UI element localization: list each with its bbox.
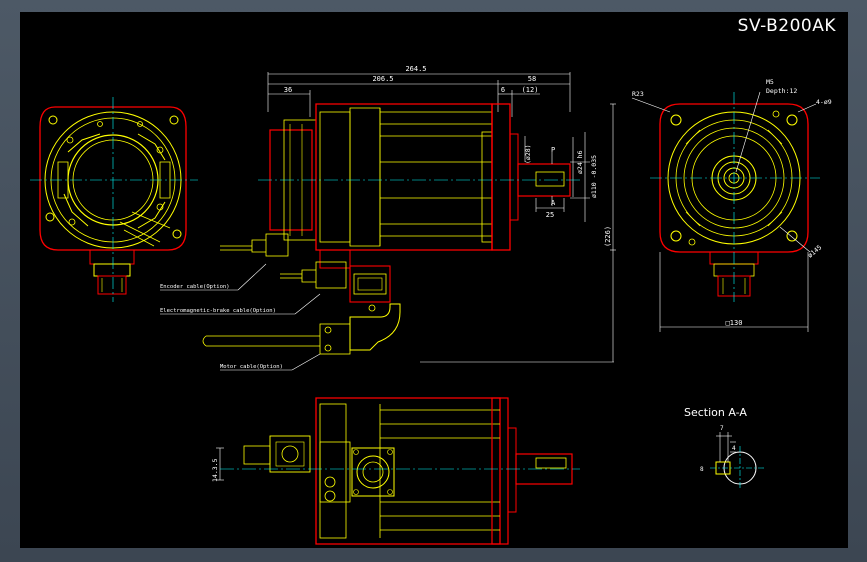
brake-cable-label: Electromagnetic-brake cable(Option) (160, 308, 276, 314)
dim-height: (226) (604, 226, 612, 247)
section-a-a: Section A-A 7 4 8 (684, 406, 764, 490)
section-dim-top: 7 (720, 425, 724, 432)
dim-body-length: 206.5 (372, 75, 393, 83)
mark-a: A (551, 199, 556, 207)
dim-thread-depth: Depth:12 (766, 87, 797, 95)
dim-shaft-step: (12) (522, 86, 539, 94)
motor-cable-label: Motor cable(Option) (220, 364, 283, 370)
dim-thread: M5 (766, 78, 774, 86)
dim-key-dia: (ø28) (524, 144, 532, 164)
drawing-canvas: SV-B200AK (20, 12, 848, 548)
section-dim-right: 4 (732, 445, 736, 452)
dim-flange-left: 36 (284, 86, 292, 94)
dim-shaft-dia: ø24 h6 (576, 150, 584, 174)
encoder-cable-label: Encoder cable(Option) (160, 284, 230, 290)
section-title: Section A-A (684, 406, 747, 419)
front-view: □130 R23 M5 Depth:12 4-ø9 ø145 (631, 78, 832, 332)
dim-key-width: 25 (546, 211, 554, 219)
dim-shaft-length: 58 (528, 75, 536, 83)
dim-pilot-dia: ø110 -0.035 (590, 155, 598, 198)
dim-holes: 4-ø9 (816, 98, 832, 106)
section-dim-left: 8 (700, 466, 704, 473)
cad-drawing: 264.5 206.5 58 36 6 (12) (30, 65, 832, 545)
rear-view (30, 97, 198, 302)
dim-flange-thick: 6 (501, 86, 505, 94)
mark-p: P (551, 146, 555, 154)
bottom-view: 14.3.5 (211, 397, 580, 545)
drawing-title: SV-B200AK (737, 16, 836, 36)
dim-corner-radius: R23 (632, 90, 644, 98)
dim-overall-length: 264.5 (405, 65, 426, 73)
side-view: 264.5 206.5 58 36 6 (12) (160, 65, 616, 371)
dim-bottom: 14.3.5 (211, 458, 219, 482)
dim-pcd: ø145 (806, 243, 823, 259)
dim-flange-width: □130 (726, 319, 743, 327)
